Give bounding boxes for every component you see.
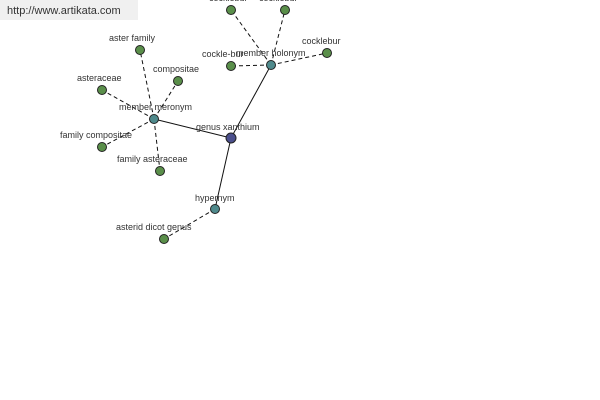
leaf-label-compositae: compositae bbox=[153, 64, 199, 74]
leaf-label-family-asteraceae: family asteraceae bbox=[117, 154, 188, 164]
edge-genus-xanthium-member-holonym bbox=[230, 64, 272, 139]
relation-node-member-meronym[interactable] bbox=[149, 114, 159, 124]
leaf-node-cocklebur-2[interactable] bbox=[280, 5, 290, 15]
leaf-node-family-asteraceae[interactable] bbox=[155, 166, 165, 176]
edge-member-meronym-compositae bbox=[153, 80, 179, 120]
relation-label-member-holonym: member holonym bbox=[236, 48, 306, 58]
edge-genus-xanthium-member-meronym bbox=[153, 118, 232, 139]
edge-genus-xanthium-hypernym bbox=[214, 137, 232, 210]
leaf-node-cocklebur-3[interactable] bbox=[322, 48, 332, 58]
leaf-node-cocklebur-1[interactable] bbox=[226, 5, 236, 15]
edge-hypernym-asterid-dicot-genus bbox=[163, 208, 216, 240]
leaf-node-family-compositae[interactable] bbox=[97, 142, 107, 152]
leaf-label-cocklebur-3: cocklebur bbox=[302, 36, 341, 46]
edge-member-holonym-cocklebur-2 bbox=[270, 9, 286, 66]
leaf-label-cocklebur-2: cocklebur bbox=[259, 0, 298, 3]
leaf-node-asteraceae[interactable] bbox=[97, 85, 107, 95]
relation-label-member-meronym: member meronym bbox=[119, 102, 192, 112]
leaf-label-cocklebur-1: cocklebur bbox=[209, 0, 248, 3]
center-label-genus-xanthium: genus xanthium bbox=[196, 122, 260, 132]
leaf-label-cockle-bur: cockle-bur bbox=[202, 49, 244, 59]
relation-label-hypernym: hypernym bbox=[195, 193, 235, 203]
leaf-node-compositae[interactable] bbox=[173, 76, 183, 86]
leaf-label-aster-family: aster family bbox=[109, 33, 156, 43]
leaf-label-asteraceae: asteraceae bbox=[77, 73, 122, 83]
leaf-label-family-compositae: family compositae bbox=[60, 130, 132, 140]
edge-member-meronym-aster-family bbox=[139, 49, 155, 120]
edge-member-holonym-cocklebur-1 bbox=[230, 9, 272, 66]
leaf-node-aster-family[interactable] bbox=[135, 45, 145, 55]
relation-node-member-holonym[interactable] bbox=[266, 60, 276, 70]
relation-node-hypernym[interactable] bbox=[210, 204, 220, 214]
edge-member-holonym-cockle-bur bbox=[230, 64, 272, 67]
leaf-node-asterid-dicot-genus[interactable] bbox=[159, 234, 169, 244]
center-node-genus-xanthium[interactable] bbox=[225, 132, 237, 144]
edge-member-meronym-family-asteraceae bbox=[153, 118, 161, 172]
source-url[interactable]: http://www.artikata.com bbox=[7, 5, 121, 17]
edge-member-holonym-cocklebur-3 bbox=[270, 52, 328, 66]
leaf-node-cockle-bur[interactable] bbox=[226, 61, 236, 71]
edge-member-meronym-asteraceae bbox=[101, 89, 155, 120]
leaf-label-asterid-dicot-genus: asterid dicot genus bbox=[116, 222, 192, 232]
edge-member-meronym-family-compositae bbox=[101, 118, 155, 148]
source-url-box: http://www.artikata.com bbox=[0, 0, 138, 20]
